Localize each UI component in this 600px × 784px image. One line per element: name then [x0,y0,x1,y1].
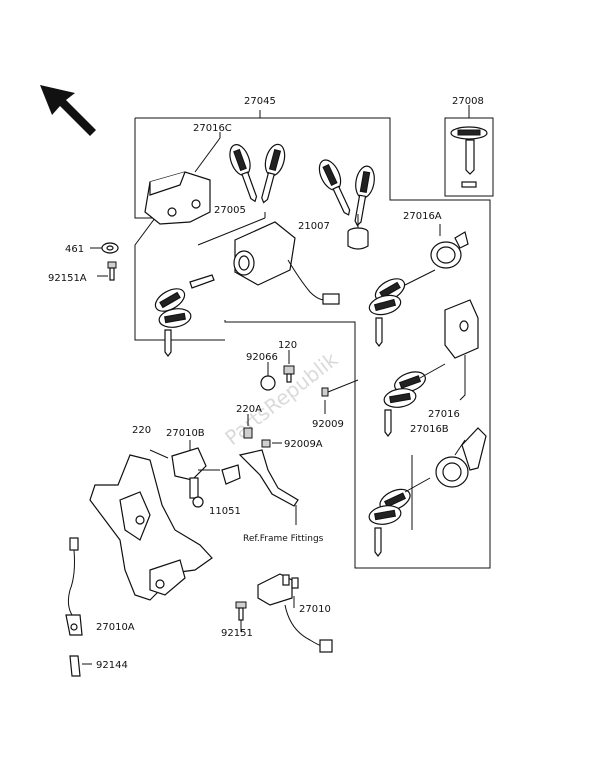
cap-92066 [260,362,276,391]
label-27045: 27045 [244,96,276,107]
keys-right-middle [368,269,436,347]
label-220A: 220A [236,404,262,415]
label-27016B: 27016B [410,424,449,435]
switch-27010A [65,537,83,636]
bolt-92151A [97,261,117,281]
washer-461 [90,242,119,254]
label-92009A: 92009A [284,439,323,450]
switch-27010 [257,573,333,653]
screw-120 [283,350,295,383]
keys-top [229,143,375,227]
label-21007: 21007 [298,221,330,232]
label-120: 120 [278,340,297,351]
label-27005: 27005 [214,205,246,216]
clip-92144 [69,655,92,677]
watermark: PartsRepublik [220,347,342,450]
label-92066: 92066 [246,352,278,363]
label-27016A: 27016A [403,211,442,222]
label-92151: 92151 [221,628,253,639]
cap-21007 [347,214,369,250]
fuel-lock-27016 [444,299,479,401]
label-27008: 27008 [452,96,484,107]
steering-lock-27016C [144,132,221,225]
frame-fittings [89,454,213,601]
label-27016: 27016 [428,409,460,420]
label-27010B: 27010B [166,428,205,439]
label-27010A: 27010A [96,622,135,633]
keys-bottom-right [368,455,431,557]
label-92009: 92009 [312,419,344,430]
label-92144: 92144 [96,660,128,671]
label-461: 461 [65,244,84,255]
label-ref-frame-fittings: Ref.Frame Fittings [243,534,324,544]
label-11051: 11051 [209,506,241,517]
switch-27010B [149,440,220,508]
label-220: 220 [132,425,151,436]
ignition-switch-27005 [197,212,340,305]
label-27016C: 27016C [193,123,232,134]
label-92151A: 92151A [48,273,87,284]
ignition-set-outline [134,110,491,569]
front-direction-arrow-icon [40,85,96,136]
screw-92009 [321,379,359,414]
label-27010: 27010 [299,604,331,615]
seat-lock-27016A [430,224,469,269]
bolt-92151 [235,601,247,632]
bracket-assembly [221,449,299,525]
key-tag-27008 [444,105,494,197]
seat-lock-27016B [435,427,487,488]
screw-220A [243,414,253,439]
keys-lower-right [383,363,446,437]
screw-92009A [261,439,282,448]
keys-left [154,274,215,357]
